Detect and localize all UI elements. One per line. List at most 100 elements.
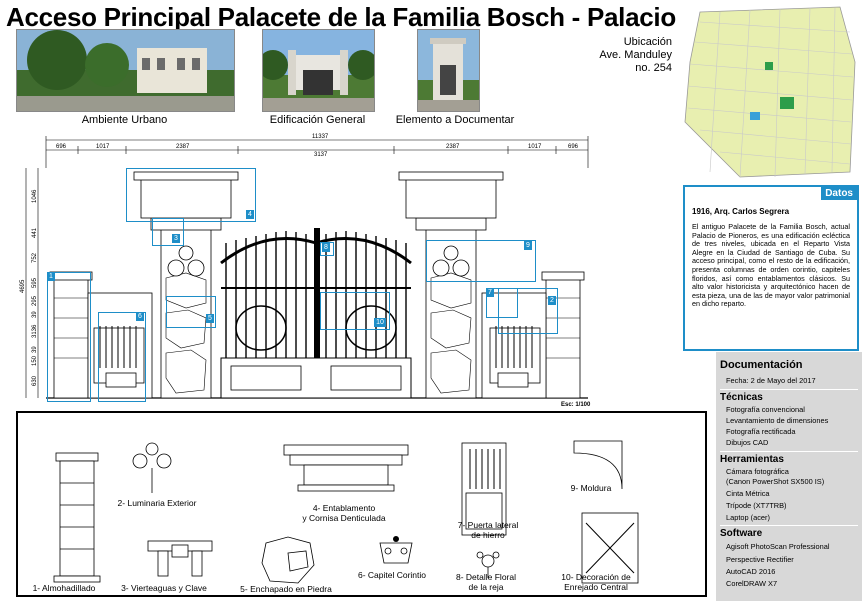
callout-badge-2: 2 (548, 296, 556, 305)
detail-caption-6: 6- Capitel Corintio (357, 570, 427, 580)
detail-caption-7-line1: 7- Puerta lateral (457, 520, 519, 530)
detail-caption-10-line1: 10- Decoración de (561, 572, 631, 582)
callout-badge-10: 10 (374, 318, 386, 327)
location-number: no. 254 (635, 62, 672, 74)
detail-caption-10-line2: Enrejado Central (564, 582, 628, 592)
datos-header: Datos (821, 187, 857, 200)
dim-696-right: 696 (568, 144, 579, 150)
dim-v-630: 630 (32, 375, 38, 386)
callout-badge-3: 3 (172, 234, 180, 243)
map-image (680, 2, 860, 180)
tecnica-item: Fotografía convencional (726, 405, 805, 414)
documentation-panel: Documentación Fecha: 2 de Mayo del 2017 … (716, 352, 862, 601)
element-photo-image (418, 30, 479, 111)
callout-frame-1 (47, 272, 91, 402)
datos-description: El antiguo Palacete de la Familia Bosch,… (692, 222, 850, 309)
callout-frame-10 (320, 292, 390, 330)
location-text: Ubicación Ave. Manduley no. 254 (580, 36, 672, 75)
herramienta-item: (Canon PowerShot SX500 IS) (726, 477, 825, 486)
tecnica-item: Levantamiento de dimensiones (726, 416, 829, 425)
herramienta-item: Laptop (acer) (726, 513, 770, 522)
callout-badge-9: 9 (524, 241, 532, 250)
location-label: Ubicación (623, 36, 672, 48)
datos-panel: Datos 1916, Arq. Carlos Segrera El antig… (683, 185, 859, 351)
software-item: AutoCAD 2016 (726, 567, 776, 576)
doc-title: Documentación (720, 359, 803, 371)
callout-frame-7 (486, 288, 518, 318)
dim-v-595: 595 (32, 277, 38, 288)
detail-caption-4-line2: y Cornisa Denticulada (302, 513, 386, 523)
doc-divider (720, 451, 858, 452)
detail-caption-7-line2: de hierro (471, 530, 505, 540)
details-drawings (53, 440, 639, 584)
dim-v-4695: 4695 (20, 279, 26, 293)
photo-building (262, 29, 375, 112)
doc-divider (720, 525, 858, 526)
dim-v-3136: 3136 (32, 324, 38, 338)
photo-caption-building: Edificación General (269, 114, 366, 126)
dim-v-39a: 39 (32, 311, 38, 318)
callout-badge-7: 7 (486, 288, 494, 297)
callout-frame-9 (426, 240, 536, 282)
detail-caption-4-line1: 4- Entablamento (312, 503, 376, 513)
detail-caption-8-line1: 8- Detalle Floral (456, 572, 516, 582)
dim-v-295: 295 (32, 295, 38, 306)
dim-2387-left: 2387 (176, 144, 190, 150)
dim-v-752: 752 (32, 252, 38, 263)
urban-photo-image (17, 30, 234, 111)
location-street: Ave. Manduley (599, 49, 672, 61)
dim-1017-left: 1017 (96, 144, 110, 150)
callout-frame-5 (166, 296, 216, 328)
callout-frame-3 (152, 218, 184, 246)
dim-3137: 3137 (314, 152, 328, 158)
photo-urban (16, 29, 235, 112)
herramientas-title: Herramientas (720, 454, 784, 465)
callout-badge-5: 5 (206, 314, 214, 323)
photo-element (417, 29, 480, 112)
software-item: CorelDRAW X7 (726, 579, 778, 588)
detail-caption-2: 2- Luminaria Exterior (117, 498, 197, 508)
location-map (680, 2, 860, 180)
detail-caption-8: 8- Detalle Floral de la reja (444, 572, 528, 592)
tecnica-item: Fotografía rectificada (726, 427, 796, 436)
detail-caption-10: 10- Decoración de Enrejado Central (548, 572, 644, 592)
detail-caption-8-line2: de la reja (468, 582, 504, 592)
elevation-scale: Esc: 1/100 (561, 402, 591, 408)
callout-badge-8: 8 (322, 243, 330, 252)
tecnicas-title: Técnicas (720, 392, 763, 403)
doc-divider (720, 389, 858, 390)
elevation-drawing: 11337 696 1017 2387 3137 2387 1017 696 1… (20, 134, 591, 408)
dim-v-39b: 39 (32, 346, 38, 353)
dim-2387-right: 2387 (446, 144, 460, 150)
datos-subtitle: 1916, Arq. Carlos Segrera (692, 207, 790, 216)
herramienta-item: Cinta Métrica (726, 489, 770, 498)
dim-696-left: 696 (56, 144, 67, 150)
software-item: Perspective Rectifier (726, 555, 794, 564)
building-photo-image (263, 30, 374, 111)
callout-frame-8 (320, 242, 334, 256)
herramienta-item: Cámara fotográfica (726, 467, 789, 476)
dim-total: 11337 (312, 134, 329, 140)
callout-badge-4: 4 (246, 210, 254, 219)
tecnica-item: Dibujos CAD (726, 438, 769, 447)
dim-v-150: 150 (32, 355, 38, 366)
callout-badge-1: 1 (47, 272, 55, 281)
dim-v-1046: 1046 (32, 189, 38, 203)
detail-caption-1: 1- Almohadillado (32, 583, 96, 593)
details-frame (16, 411, 707, 597)
dim-v-441: 441 (32, 227, 38, 238)
detail-caption-7: 7- Puerta lateral de hierro (446, 520, 530, 540)
callout-badge-6: 6 (136, 312, 144, 321)
detail-caption-3: 3- Vierteaguas y Clave (121, 583, 207, 593)
herramienta-item: Trípode (XT7TRB) (726, 501, 787, 510)
callout-frame-2 (498, 288, 558, 334)
detail-caption-4: 4- Entablamento y Cornisa Denticulada (284, 503, 404, 523)
dim-1017-right: 1017 (528, 144, 542, 150)
doc-date: Fecha: 2 de Mayo del 2017 (726, 376, 816, 385)
photo-caption-element: Elemento a Documentar (395, 114, 515, 126)
photo-caption-urban: Ambiente Urbano (81, 114, 168, 126)
callout-frame-6 (98, 312, 146, 402)
detail-caption-9: 9- Moldura (570, 483, 612, 493)
software-title: Software (720, 528, 763, 539)
software-item: Agisoft PhotoScan Professional (726, 542, 830, 551)
